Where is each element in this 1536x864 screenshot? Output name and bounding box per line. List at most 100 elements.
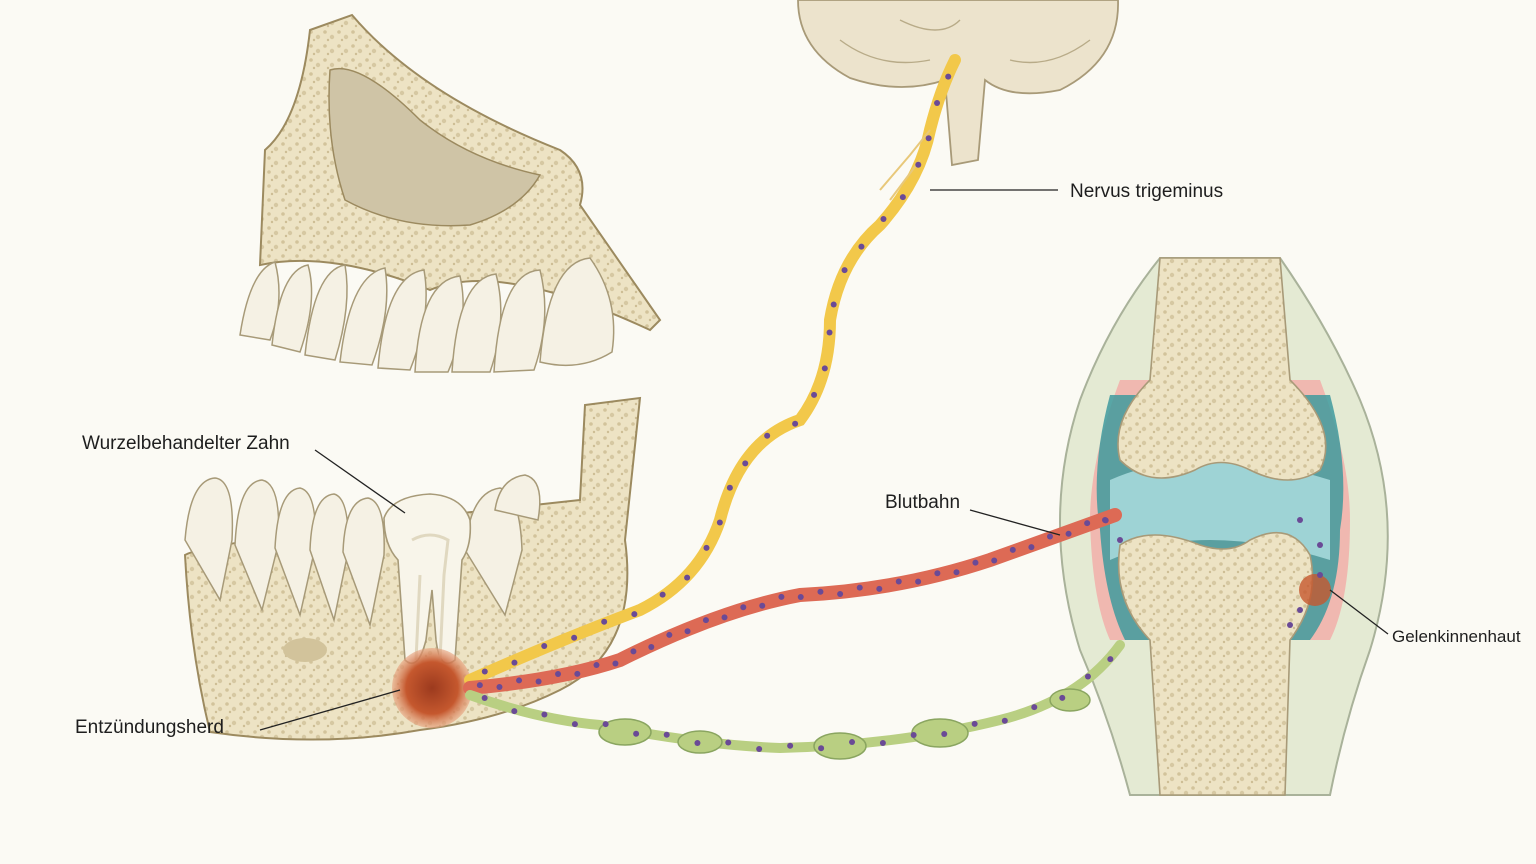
particle <box>725 739 732 746</box>
lymphatic-vessel <box>465 640 1125 754</box>
particle <box>991 557 998 564</box>
particle <box>1059 694 1066 701</box>
particle <box>684 628 691 635</box>
label-gelenkinnenhaut: Gelenkinnenhaut <box>1392 627 1521 646</box>
particle <box>945 73 952 80</box>
particle <box>817 588 824 595</box>
particle <box>858 243 865 250</box>
particle <box>899 194 906 201</box>
upper-jaw <box>239 13 662 373</box>
particle <box>1102 517 1108 523</box>
particle <box>1084 520 1091 527</box>
tibia <box>1117 531 1314 796</box>
particle <box>630 648 637 655</box>
particle <box>915 161 922 168</box>
particle <box>535 678 542 685</box>
particle <box>574 670 581 677</box>
particle <box>694 740 701 747</box>
leader-lines <box>259 189 1389 731</box>
particle <box>703 544 710 551</box>
particle <box>1317 542 1323 548</box>
particle <box>726 484 733 491</box>
particle <box>797 593 804 600</box>
particle <box>764 432 771 439</box>
particle <box>1287 622 1293 628</box>
particle <box>1065 530 1072 537</box>
particle <box>1046 533 1053 540</box>
particle <box>541 711 548 718</box>
particle <box>1297 607 1303 613</box>
particle <box>633 730 640 737</box>
particle <box>953 569 960 576</box>
particle <box>571 634 578 641</box>
particle <box>759 602 766 609</box>
particle <box>721 614 728 621</box>
particle <box>481 695 488 702</box>
particle <box>934 100 941 107</box>
lymph-nodes <box>598 688 1091 760</box>
particle <box>821 365 828 372</box>
particle <box>778 593 785 600</box>
inflammation-focus <box>392 648 472 728</box>
particle <box>612 660 619 667</box>
root-treated-tooth <box>383 493 472 665</box>
particle <box>1028 544 1035 551</box>
particle <box>826 329 833 336</box>
particle <box>1031 704 1038 711</box>
particle <box>925 135 932 142</box>
particle <box>830 301 837 308</box>
particle <box>602 721 609 728</box>
particles <box>476 73 1323 752</box>
particle <box>1001 717 1008 724</box>
label-wurzelbehandelter-zahn: Wurzelbehandelter Zahn <box>82 433 290 454</box>
particle <box>601 618 608 625</box>
particle <box>856 584 863 591</box>
particle <box>841 267 848 274</box>
particle <box>481 668 488 675</box>
particle <box>879 739 886 746</box>
knee-joint <box>1059 257 1389 796</box>
particle <box>818 745 825 752</box>
brainstem <box>797 0 1119 167</box>
particle <box>811 391 818 398</box>
particle <box>476 682 483 689</box>
particle <box>1317 572 1323 578</box>
label-nervus-trigeminus: Nervus trigeminus <box>1070 181 1224 202</box>
particle <box>1297 517 1303 523</box>
particle <box>934 570 941 577</box>
label-blutbahn: Blutbahn <box>885 492 961 513</box>
lower-teeth <box>184 474 541 628</box>
particle <box>659 591 666 598</box>
particle <box>941 730 948 737</box>
particle <box>516 677 523 684</box>
particle <box>915 578 922 585</box>
particle <box>593 662 600 669</box>
particle <box>702 617 709 624</box>
particle <box>742 460 749 467</box>
particle <box>496 683 503 690</box>
particle <box>849 739 856 746</box>
upper-teeth <box>239 257 615 373</box>
particle <box>684 574 691 581</box>
label-entzuendungsherd: Entzündungsherd <box>75 717 224 738</box>
femur <box>1117 257 1327 481</box>
particle <box>571 721 578 728</box>
particle <box>541 643 548 650</box>
particle <box>792 420 799 427</box>
particle <box>1084 673 1091 680</box>
particle <box>1117 537 1123 543</box>
particle <box>511 659 518 666</box>
lower-jaw <box>183 396 642 741</box>
particle <box>910 731 917 738</box>
particle <box>876 585 883 592</box>
particle <box>837 590 844 597</box>
particle <box>972 559 979 566</box>
particle <box>648 643 655 650</box>
particle <box>511 708 518 715</box>
particle <box>971 720 978 727</box>
particle <box>716 519 723 526</box>
particle <box>1107 656 1114 663</box>
particle <box>740 604 747 611</box>
particle <box>1009 546 1016 553</box>
